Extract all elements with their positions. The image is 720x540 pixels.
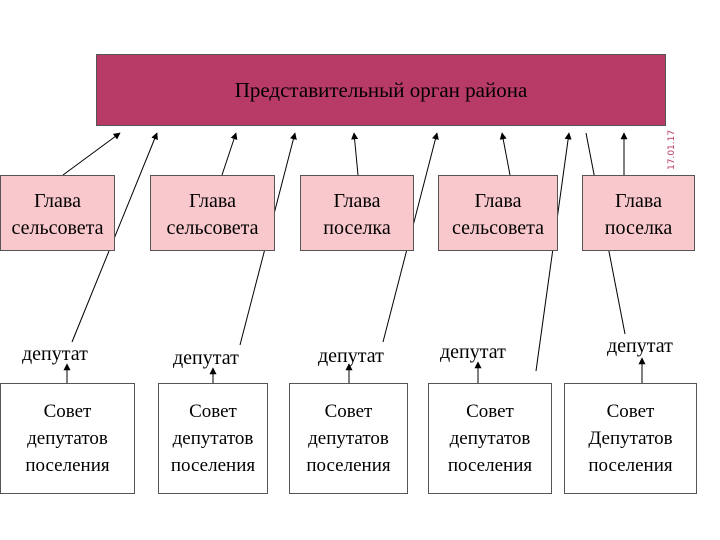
council-box-3: Совет депутатов поселения [289,383,408,494]
arrow-head2-to-top [221,132,238,176]
council-label-2: Совет депутатов поселения [170,401,256,476]
deputy-label-3: депутат [318,345,384,367]
council-box-1: Совет депутатов поселения [0,383,135,494]
head-box-5: Глава поселка [582,175,695,251]
head-box-4: Глава сельсовета [438,175,558,251]
head-label-4: Глава сельсовета [451,190,545,239]
deputy-label-1: депутат [22,343,88,365]
council-label-4: Совет депутатов поселения [447,401,533,476]
council-label-3: Совет депутатов поселения [306,401,391,476]
arrow-head3-to-top [351,132,359,176]
council-box-5: Совет Депутатов поселения [564,383,697,494]
council-label-1: Совет депутатов поселения [25,401,110,476]
arrow-head4-to-top [499,132,511,176]
head-label-3: Глава поселка [323,190,391,239]
deputy-label-2: депутат [173,347,239,369]
head-label-1: Глава сельсовета [11,190,104,239]
head-label-2: Глава сельсовета [166,190,259,239]
council-box-2: Совет депутатов поселения [158,383,268,494]
head-box-1: Глава сельсовета [0,175,115,251]
deputy-label-4: депутат [440,341,506,363]
deputy-label-5: депутат [607,335,673,357]
arrow-deputy4-to-top [535,132,572,372]
council-box-4: Совет депутатов поселения [428,383,552,494]
head-box-3: Глава поселка [300,175,414,251]
date-stamp: 17.01.17 [667,129,677,171]
council-label-5: Совет Депутатов поселения [588,401,673,476]
head-label-5: Глава поселка [604,190,673,239]
head-box-2: Глава сельсовета [150,175,275,251]
arrow-head1-to-top [62,132,121,176]
representative-body-box: Представительный орган района [96,54,666,126]
representative-body-label: Представительный орган района [234,77,528,102]
